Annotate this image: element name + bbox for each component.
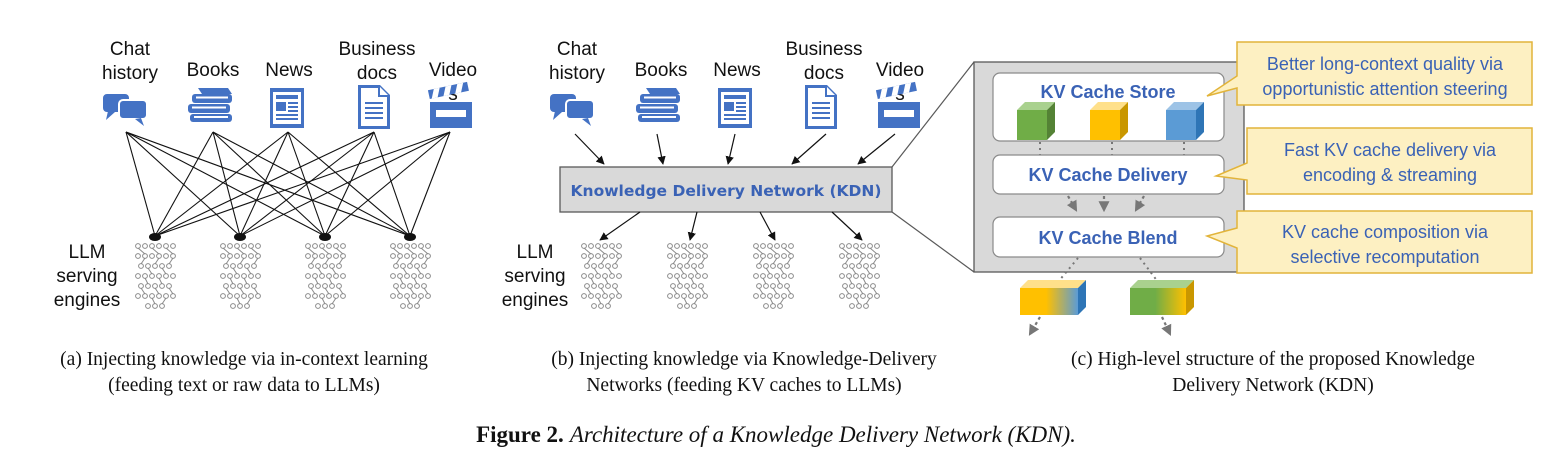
- kv-cache-blend-title: KV Cache Blend: [1038, 228, 1177, 248]
- zoom-line-top: [891, 61, 975, 168]
- books-icon: [636, 88, 680, 122]
- callout-delivery-line2: encoding & streaming: [1303, 165, 1477, 185]
- callout-delivery: Fast KV cache delivery via encoding & st…: [1213, 127, 1533, 195]
- llm-engine-icon: [581, 243, 622, 309]
- store-delivery-links: [1039, 142, 1185, 155]
- panel-a: Chat history Books News Business docs Vi…: [54, 39, 477, 396]
- connection-endpoints: [149, 233, 416, 241]
- engines-label-line2: serving: [504, 266, 565, 287]
- llm-engine-icon: [305, 243, 346, 309]
- video-icon: [875, 81, 920, 128]
- chat-icon: [549, 93, 595, 127]
- callout-delivery-line1: Fast KV cache delivery via: [1284, 140, 1497, 160]
- callout-store-line2: opportunistic attention steering: [1262, 79, 1507, 99]
- engines-label-line1: LLM: [517, 242, 554, 263]
- label-chat: Chat: [557, 39, 598, 60]
- caption-b-line1: (b) Injecting knowledge via Knowledge-De…: [551, 349, 937, 370]
- figure-caption-label: Figure 2.: [476, 422, 564, 447]
- kv-cache-store-title: KV Cache Store: [1040, 82, 1175, 102]
- source-labels-a: Chat history Books News Business docs Vi…: [102, 39, 477, 105]
- label-news: News: [713, 60, 761, 81]
- output-arrows: [1028, 316, 1172, 336]
- llm-engine-icon: [220, 243, 261, 309]
- engines-label-line3: engines: [54, 290, 121, 311]
- label-docs: docs: [357, 63, 397, 84]
- llm-engine-icon: [667, 243, 708, 309]
- figure-caption: Figure 2.Architecture of a Knowledge Del…: [476, 422, 1076, 447]
- engines-label-line1: LLM: [69, 242, 106, 263]
- callout-blend-line2: selective recomputation: [1290, 247, 1479, 267]
- panel-b: Chat history Books News Business docs Vi…: [502, 39, 937, 396]
- callout-blend-line1: KV cache composition via: [1282, 222, 1489, 242]
- blend-output-links: [1057, 257, 1159, 283]
- kv-cache-delivery-title: KV Cache Delivery: [1028, 165, 1187, 185]
- fully-connected-lines: [125, 131, 451, 237]
- caption-a-line1: (a) Injecting knowledge via in-context l…: [60, 349, 428, 370]
- video-icon: [427, 81, 472, 128]
- blended-cube-left: [1020, 280, 1086, 315]
- kv-cache-cube-blue: [1166, 102, 1204, 140]
- label-history: history: [549, 63, 605, 84]
- llm-engine-icon: [390, 243, 431, 309]
- label-books: Books: [187, 60, 240, 81]
- kdn-box: [559, 166, 893, 213]
- kdn-to-engine-arrows: [599, 211, 863, 241]
- label-history: history: [102, 63, 158, 84]
- label-business: Business: [785, 39, 862, 60]
- zoom-line-bottom: [891, 211, 975, 273]
- chat-icon: [102, 93, 148, 127]
- engines-label-line2: serving: [56, 266, 117, 287]
- callout-store-line1: Better long-context quality via: [1267, 54, 1504, 74]
- label-video-s: s: [895, 84, 905, 105]
- label-business: Business: [338, 39, 415, 60]
- kdn-title: Knowledge Delivery Network (KDN): [571, 182, 882, 200]
- document-icon: [805, 85, 837, 129]
- callout-blend: KV cache composition via selective recom…: [1204, 210, 1533, 274]
- blended-cube-right: [1130, 280, 1194, 315]
- label-books: Books: [635, 60, 688, 81]
- panel-c: KV Cache Store KV Cache Delivery KV Cach…: [891, 41, 1533, 396]
- label-news: News: [265, 60, 313, 81]
- llm-engine-icon: [135, 243, 176, 309]
- label-docs: docs: [804, 63, 844, 84]
- engines-label-line3: engines: [502, 290, 569, 311]
- kv-cache-cube-yellow: [1090, 102, 1128, 140]
- label-video-s: s: [448, 84, 458, 105]
- caption-b-line2: Networks (feeding KV caches to LLMs): [586, 375, 901, 396]
- delivery-blend-arrows: [1066, 195, 1146, 213]
- kv-cache-cube-green: [1017, 102, 1055, 140]
- source-to-kdn-arrows: [574, 133, 896, 165]
- document-icon: [358, 85, 390, 129]
- callout-store: Better long-context quality via opportun…: [1206, 41, 1533, 106]
- label-video: Video: [876, 60, 924, 81]
- llm-engine-icon: [753, 243, 794, 309]
- label-video: Video: [429, 60, 477, 81]
- label-chat: Chat: [110, 39, 151, 60]
- caption-c-line2: Delivery Network (KDN): [1172, 375, 1373, 396]
- llm-engine-icon: [839, 243, 880, 309]
- caption-a-line2: (feeding text or raw data to LLMs): [108, 375, 380, 396]
- books-icon: [188, 88, 232, 122]
- caption-c-line1: (c) High-level structure of the proposed…: [1071, 349, 1475, 370]
- news-icon: [270, 88, 304, 128]
- news-icon: [718, 88, 752, 128]
- figure-caption-text: Architecture of a Knowledge Delivery Net…: [568, 422, 1076, 447]
